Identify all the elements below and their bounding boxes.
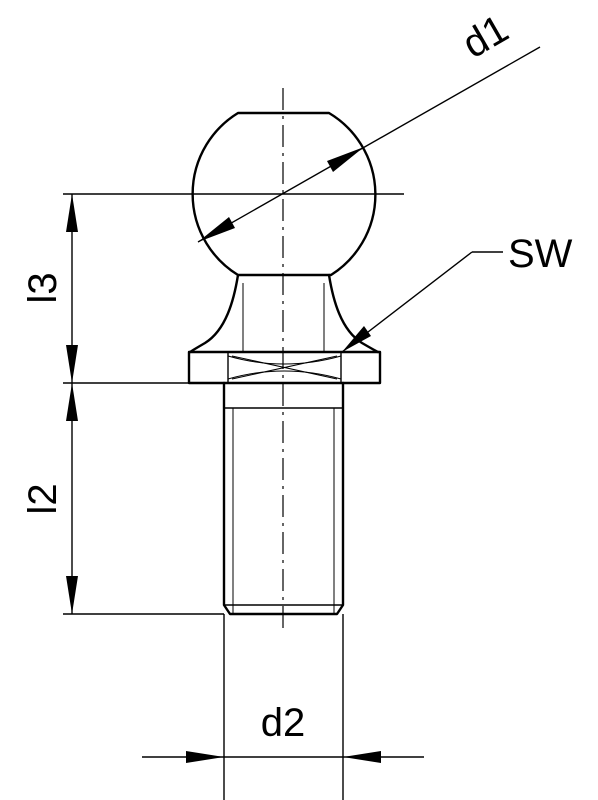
label-l3: l3 — [21, 272, 65, 303]
dimension-l2: l2 — [21, 383, 78, 614]
arrowhead-l2-bottom — [66, 576, 78, 614]
arrowhead-d2-left — [186, 751, 224, 763]
hex-chamfer-cross-b — [231, 355, 338, 380]
dimension-line-d1 — [197, 46, 541, 243]
dimension-d2: d2 — [142, 701, 424, 763]
label-sw: SW — [508, 232, 573, 276]
ball — [191, 111, 377, 277]
dimension-l3: l3 — [21, 194, 78, 383]
threaded-shank — [222, 381, 345, 616]
neck — [188, 273, 380, 354]
arrowhead-l3-top — [66, 194, 78, 232]
label-d2: d2 — [261, 701, 306, 745]
arrowhead-d1-upper — [327, 147, 364, 172]
arrowhead-d2-right — [343, 751, 381, 763]
label-d1: d1 — [455, 7, 516, 67]
dimension-d1: d1 — [197, 7, 541, 243]
hex-collar — [187, 350, 382, 385]
leader-sw: SW — [341, 232, 573, 353]
hex-chamfer-curves — [227, 355, 342, 380]
arrowhead-d1-lower — [198, 217, 235, 242]
arrowhead-l3-bottom — [66, 345, 78, 383]
arrowhead-l2-top — [66, 383, 78, 421]
arrowhead-sw — [342, 326, 371, 352]
label-l2: l2 — [21, 483, 65, 514]
